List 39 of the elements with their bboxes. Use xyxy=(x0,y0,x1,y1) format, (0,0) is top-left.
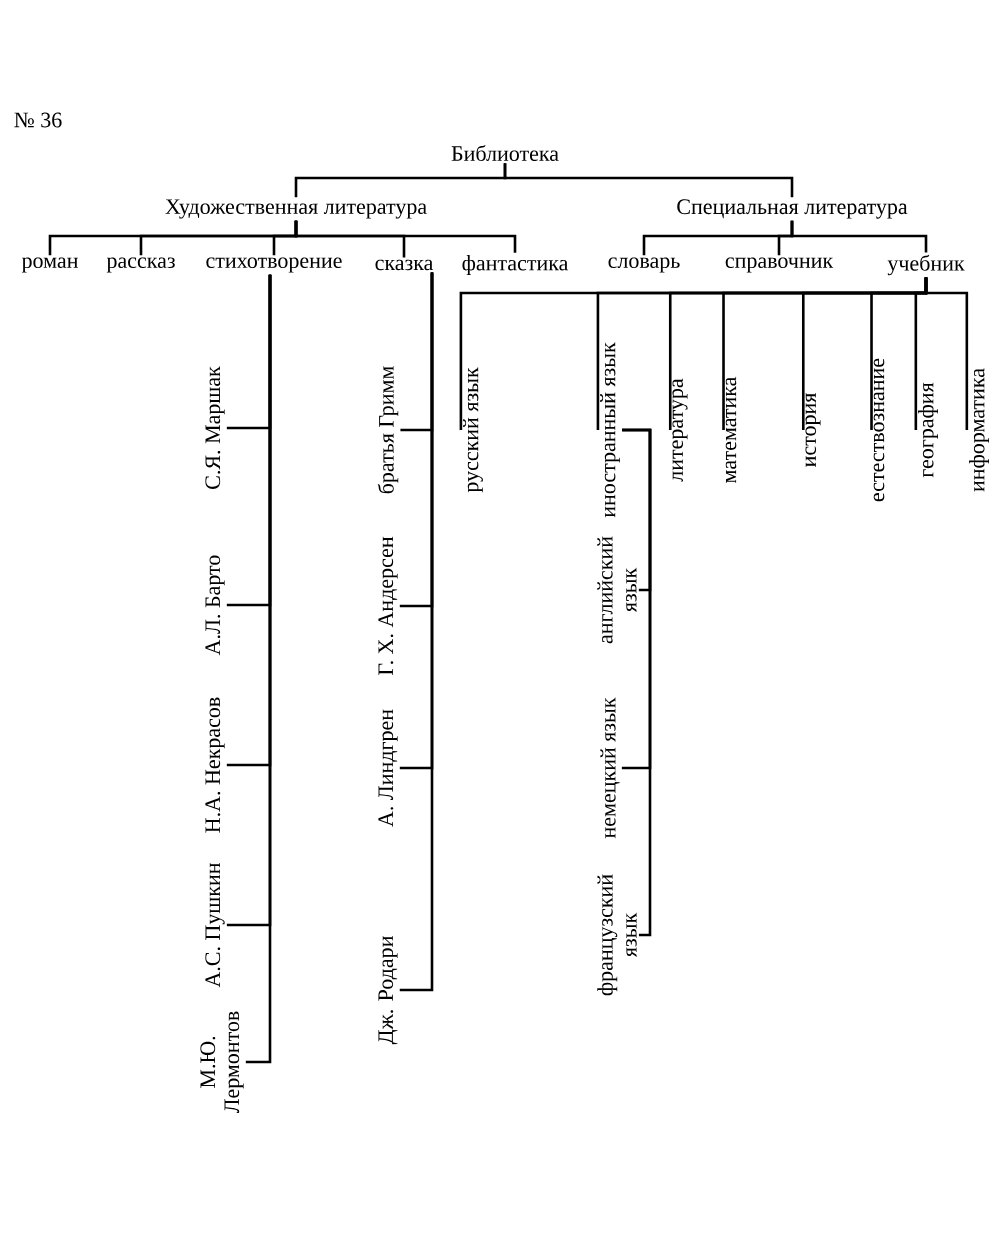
category-label: братья Гримм xyxy=(377,366,399,494)
category-label: учебник xyxy=(887,254,965,276)
category-label: Н.А. Некрасов xyxy=(205,697,225,833)
tree-connector xyxy=(924,277,969,430)
category-label: С.Я. Маршак xyxy=(205,366,225,489)
category-label: М.Ю. Лермонтов xyxy=(200,1011,244,1114)
category-label: Библиотека xyxy=(451,145,559,161)
category-label: рассказ xyxy=(106,257,175,273)
category-label: фантастика xyxy=(462,255,569,275)
category-label: роман xyxy=(21,257,78,273)
category-label: А. Линдгрен xyxy=(378,709,398,827)
category-label: немецкий язык xyxy=(600,697,620,839)
category-label: литература xyxy=(672,378,688,482)
category-label: Художественная литература xyxy=(165,199,427,219)
category-label: иностранный язык xyxy=(600,342,620,518)
category-label: А.Л. Барто xyxy=(205,555,225,656)
category-label: А.С. Пушкин xyxy=(205,862,225,988)
category-label: география xyxy=(918,382,938,478)
tree-connector xyxy=(790,220,928,253)
tree-connector xyxy=(622,428,652,937)
category-label: история xyxy=(805,393,821,467)
exercise-number: № 36 xyxy=(14,112,62,128)
category-label: информатика xyxy=(969,368,989,492)
category-label: словарь xyxy=(608,257,680,273)
tree-connector xyxy=(294,220,517,253)
category-label: английский язык xyxy=(597,536,637,644)
tree-connector xyxy=(503,163,794,198)
category-label: математика xyxy=(725,376,737,483)
category-label: сказка xyxy=(375,259,434,271)
category-label: Дж. Родари xyxy=(378,936,398,1045)
category-label: Г. Х. Андерсен xyxy=(378,536,398,676)
category-label: Специальная литература xyxy=(677,199,908,219)
tree-connector xyxy=(245,274,272,1064)
tree-connector xyxy=(399,272,434,992)
category-label: естествознание xyxy=(873,358,885,502)
category-label: русский язык xyxy=(463,367,483,493)
category-label: французский язык xyxy=(597,874,637,996)
category-label: справочник xyxy=(725,257,834,273)
category-label: стихотворение xyxy=(206,257,342,273)
